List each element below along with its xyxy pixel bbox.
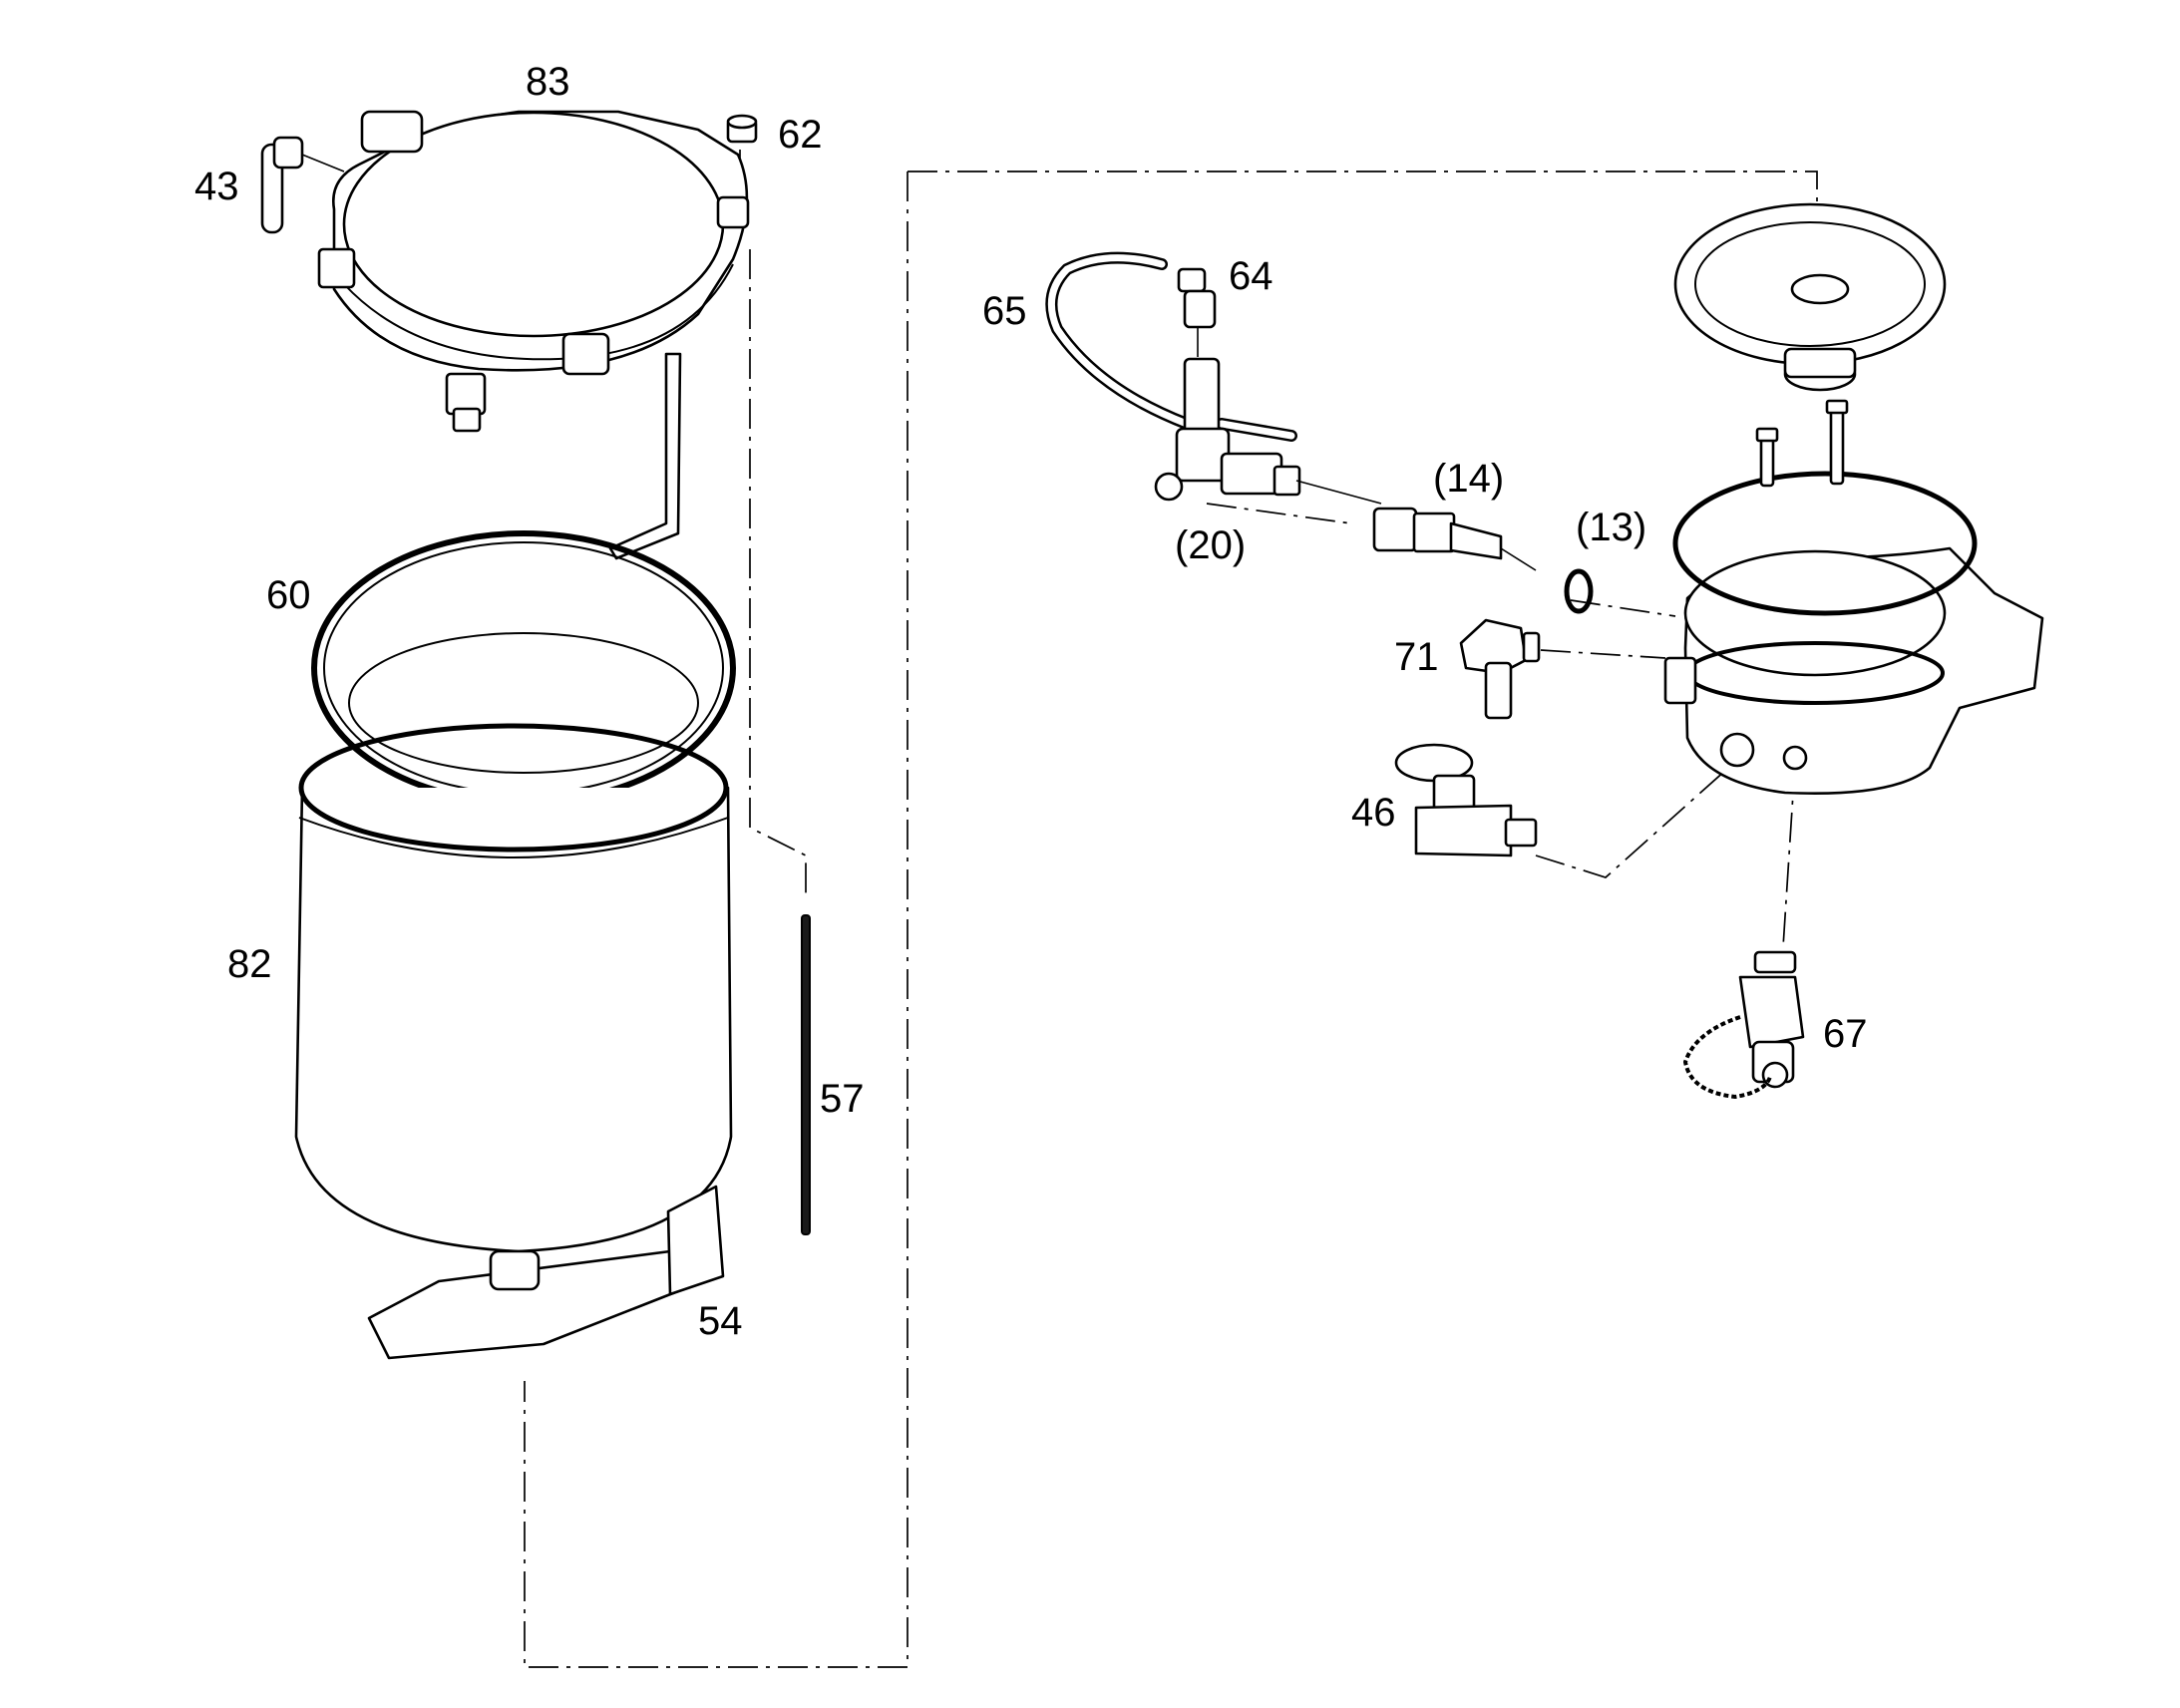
callout-13: (13) bbox=[1576, 506, 1646, 549]
rod-57 bbox=[801, 914, 811, 1235]
callout-57: 57 bbox=[820, 1077, 865, 1121]
callout-43: 43 bbox=[194, 165, 239, 208]
callout-46: 46 bbox=[1351, 791, 1396, 835]
stand-54 bbox=[367, 1185, 725, 1360]
callout-14: (14) bbox=[1433, 457, 1504, 501]
impeller bbox=[1673, 202, 1947, 392]
callout-67: 67 bbox=[1823, 1012, 1868, 1056]
cap-64 bbox=[1177, 267, 1217, 357]
callout-64: 64 bbox=[1229, 254, 1273, 298]
elbow-71 bbox=[1459, 618, 1541, 720]
tube-65 bbox=[1045, 251, 1297, 442]
valve-body-20 bbox=[1154, 357, 1382, 505]
callout-62: 62 bbox=[778, 113, 823, 157]
callout-71: 71 bbox=[1394, 635, 1439, 679]
nipple-67 bbox=[1682, 950, 1805, 1100]
pump-housing bbox=[1663, 546, 2044, 796]
nut-62 bbox=[726, 114, 758, 144]
callout-83: 83 bbox=[526, 60, 570, 104]
callout-20: (20) bbox=[1175, 523, 1246, 567]
housing-o-ring bbox=[1672, 399, 1978, 616]
check-valve-14 bbox=[1372, 507, 1537, 571]
callout-82: 82 bbox=[227, 942, 272, 986]
callout-65: 65 bbox=[982, 289, 1027, 333]
callout-54: 54 bbox=[698, 1299, 743, 1343]
tank-82 bbox=[294, 723, 733, 1253]
callout-60: 60 bbox=[266, 573, 311, 617]
fitting-43 bbox=[260, 136, 345, 234]
lid-assembly bbox=[317, 110, 750, 560]
callout-labels: 83 62 43 60 82 57 54 65 64 (20) (14) (13… bbox=[194, 60, 1868, 1343]
circlip-13 bbox=[1564, 568, 1594, 614]
gasket-ring-60 bbox=[311, 530, 736, 806]
drain-valve-46 bbox=[1394, 743, 1538, 857]
